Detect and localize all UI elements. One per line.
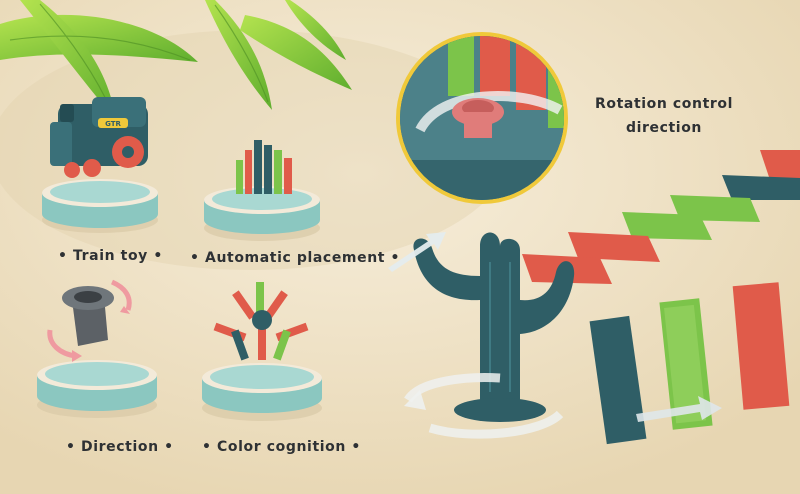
train-toy-label: • Train toy • <box>58 248 163 264</box>
color-pedestal <box>202 363 322 421</box>
domino-stack-image <box>236 140 292 194</box>
callout-line-1: Rotation control <box>595 96 733 112</box>
rotation-control-callout: Rotation control direction <box>594 92 734 140</box>
rotation-knob-image <box>47 279 132 362</box>
train-toy-image: GTR <box>50 97 148 178</box>
train-pedestal <box>42 179 158 233</box>
plant-leaves <box>0 0 352 120</box>
automatic-placement-label: • Automatic placement • <box>190 250 401 266</box>
color-cognition-label: • Color cognition • <box>202 439 361 455</box>
domino-track-image <box>522 150 800 445</box>
magnifier-lens <box>396 32 568 204</box>
color-domino-burst-image <box>213 282 309 361</box>
cactus-domino-image <box>404 232 575 439</box>
train-badge: GTR <box>105 120 121 128</box>
pointer-arrow <box>388 232 446 272</box>
direction-label: • Direction • <box>66 439 174 455</box>
direction-pedestal <box>37 360 157 418</box>
placement-pedestal <box>204 186 320 241</box>
callout-line-2: direction <box>626 120 702 136</box>
